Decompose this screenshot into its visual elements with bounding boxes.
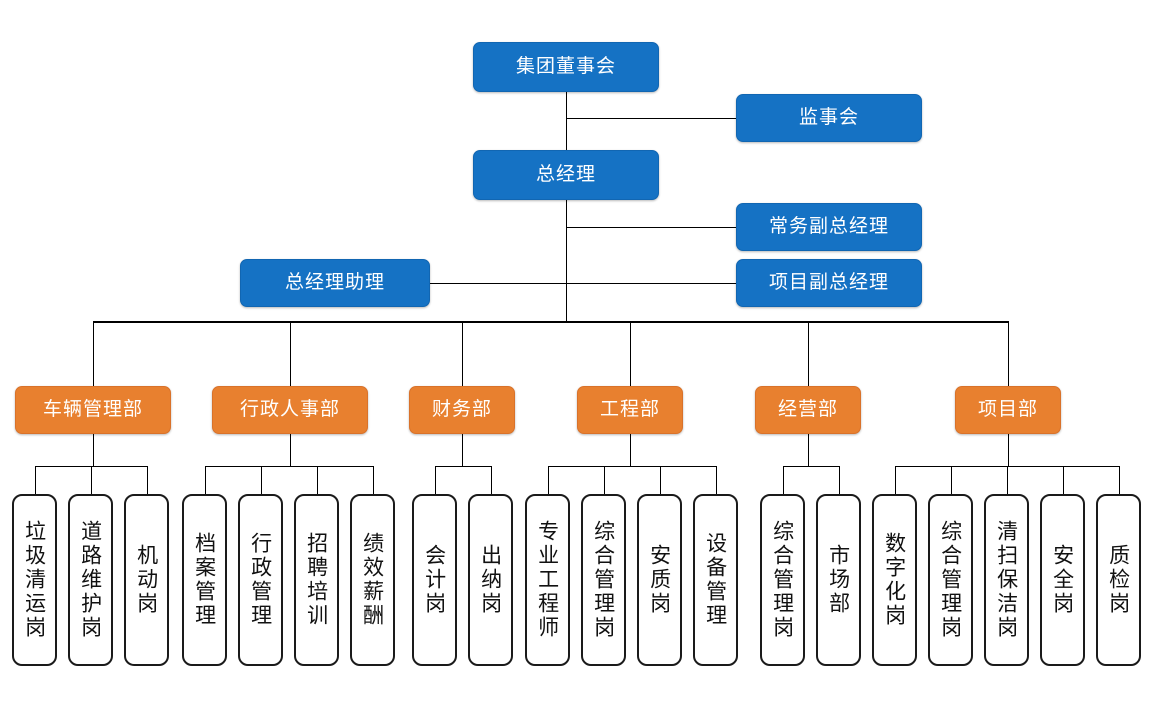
- connector-dept-5-child-1: [950, 466, 952, 494]
- connector-dept-0-child-0: [34, 466, 36, 494]
- leaf-label: 安质岗: [647, 544, 672, 616]
- connector-dept-0-child-1: [90, 466, 92, 494]
- leaf-label: 综合管理岗: [938, 520, 963, 640]
- connector-gm-to-project-vice: [566, 283, 736, 284]
- connector-dept-4-childbar: [782, 466, 839, 467]
- connector-bus-to-dept-1: [290, 321, 291, 386]
- leaf-综合管理岗[interactable]: 综合管理岗: [760, 494, 805, 666]
- node-board[interactable]: 集团董事会: [473, 42, 659, 92]
- connector-dept-5-child-3: [1062, 466, 1064, 494]
- connector-dept-5-drop: [1008, 434, 1009, 466]
- leaf-质检岗[interactable]: 质检岗: [1096, 494, 1141, 666]
- leaf-label: 道路维护岗: [78, 520, 103, 640]
- dept-车辆管理部[interactable]: 车辆管理部: [15, 386, 171, 434]
- connector-department-bus: [93, 321, 1008, 323]
- leaf-label: 市场部: [826, 544, 851, 616]
- leaf-数字化岗[interactable]: 数字化岗: [872, 494, 917, 666]
- leaf-清扫保洁岗[interactable]: 清扫保洁岗: [984, 494, 1029, 666]
- leaf-机动岗[interactable]: 机动岗: [124, 494, 169, 666]
- connector-dept-3-child-1: [603, 466, 605, 494]
- connector-dept-1-child-2: [316, 466, 318, 494]
- connector-dept-2-childbar: [434, 466, 491, 467]
- leaf-市场部[interactable]: 市场部: [816, 494, 861, 666]
- connector-dept-1-child-0: [204, 466, 206, 494]
- leaf-label: 质检岗: [1106, 544, 1131, 616]
- leaf-专业工程师[interactable]: 专业工程师: [525, 494, 570, 666]
- leaf-垃圾清运岗[interactable]: 垃圾清运岗: [12, 494, 57, 666]
- dept-行政人事部[interactable]: 行政人事部: [212, 386, 368, 434]
- leaf-label: 出纳岗: [478, 544, 503, 616]
- dept-财务部[interactable]: 财务部: [409, 386, 515, 434]
- leaf-label: 数字化岗: [882, 532, 907, 628]
- connector-dept-1-child-1: [260, 466, 262, 494]
- connector-gm-to-assistant: [430, 283, 566, 284]
- connector-bus-to-dept-5: [1008, 321, 1009, 386]
- connector-gm-to-exec-vice: [566, 227, 736, 228]
- leaf-label: 专业工程师: [535, 520, 560, 640]
- connector-dept-0-child-2: [146, 466, 148, 494]
- leaf-label: 清扫保洁岗: [994, 520, 1019, 640]
- connector-dept-1-childbar: [204, 466, 373, 467]
- connector-gm-to-supervisory: [566, 118, 736, 119]
- leaf-行政管理[interactable]: 行政管理: [238, 494, 283, 666]
- connector-dept-3-childbar: [547, 466, 716, 467]
- leaf-label: 档案管理: [192, 532, 217, 628]
- leaf-label: 安全岗: [1050, 544, 1075, 616]
- connector-dept-2-child-0: [434, 466, 436, 494]
- leaf-设备管理[interactable]: 设备管理: [693, 494, 738, 666]
- connector-bus-to-dept-3: [630, 321, 631, 386]
- leaf-label: 综合管理岗: [591, 520, 616, 640]
- connector-dept-5-child-2: [1006, 466, 1008, 494]
- node-gm-assistant[interactable]: 总经理助理: [240, 259, 430, 307]
- connector-dept-5-child-0: [894, 466, 896, 494]
- leaf-label: 会计岗: [422, 544, 447, 616]
- dept-经营部[interactable]: 经营部: [755, 386, 861, 434]
- leaf-label: 绩效薪酬: [360, 532, 385, 628]
- connector-dept-3-drop: [630, 434, 631, 466]
- connector-dept-4-child-0: [782, 466, 784, 494]
- dept-项目部[interactable]: 项目部: [955, 386, 1061, 434]
- connector-bus-to-dept-4: [808, 321, 809, 386]
- leaf-会计岗[interactable]: 会计岗: [412, 494, 457, 666]
- leaf-出纳岗[interactable]: 出纳岗: [468, 494, 513, 666]
- connector-dept-0-drop: [93, 434, 94, 466]
- connector-dept-2-drop: [462, 434, 463, 466]
- leaf-招聘培训[interactable]: 招聘培训: [294, 494, 339, 666]
- connector-dept-1-child-3: [372, 466, 374, 494]
- node-general-manager[interactable]: 总经理: [473, 150, 659, 200]
- connector-dept-3-child-0: [547, 466, 549, 494]
- leaf-道路维护岗[interactable]: 道路维护岗: [68, 494, 113, 666]
- connector-dept-2-child-1: [490, 466, 492, 494]
- leaf-综合管理岗[interactable]: 综合管理岗: [581, 494, 626, 666]
- connector-dept-4-child-1: [838, 466, 840, 494]
- leaf-label: 行政管理: [248, 532, 273, 628]
- connector-dept-5-child-4: [1118, 466, 1120, 494]
- connector-dept-4-drop: [808, 434, 809, 466]
- leaf-label: 机动岗: [134, 544, 159, 616]
- leaf-label: 综合管理岗: [770, 520, 795, 640]
- node-project-vice-gm[interactable]: 项目副总经理: [736, 259, 922, 307]
- leaf-档案管理[interactable]: 档案管理: [182, 494, 227, 666]
- leaf-label: 垃圾清运岗: [22, 520, 47, 640]
- leaf-label: 招聘培训: [304, 532, 329, 628]
- leaf-label: 设备管理: [703, 532, 728, 628]
- connector-dept-3-child-2: [659, 466, 661, 494]
- leaf-综合管理岗[interactable]: 综合管理岗: [928, 494, 973, 666]
- leaf-安质岗[interactable]: 安质岗: [637, 494, 682, 666]
- connector-dept-3-child-3: [715, 466, 717, 494]
- leaf-绩效薪酬[interactable]: 绩效薪酬: [350, 494, 395, 666]
- node-executive-vice-gm[interactable]: 常务副总经理: [736, 203, 922, 251]
- connector-board-to-gm: [566, 92, 567, 150]
- leaf-安全岗[interactable]: 安全岗: [1040, 494, 1085, 666]
- connector-bus-to-dept-2: [462, 321, 463, 386]
- connector-dept-1-drop: [290, 434, 291, 466]
- node-supervisory-board[interactable]: 监事会: [736, 94, 922, 142]
- connector-bus-to-dept-0: [93, 321, 94, 386]
- dept-工程部[interactable]: 工程部: [577, 386, 683, 434]
- connector-gm-to-bus: [566, 200, 567, 321]
